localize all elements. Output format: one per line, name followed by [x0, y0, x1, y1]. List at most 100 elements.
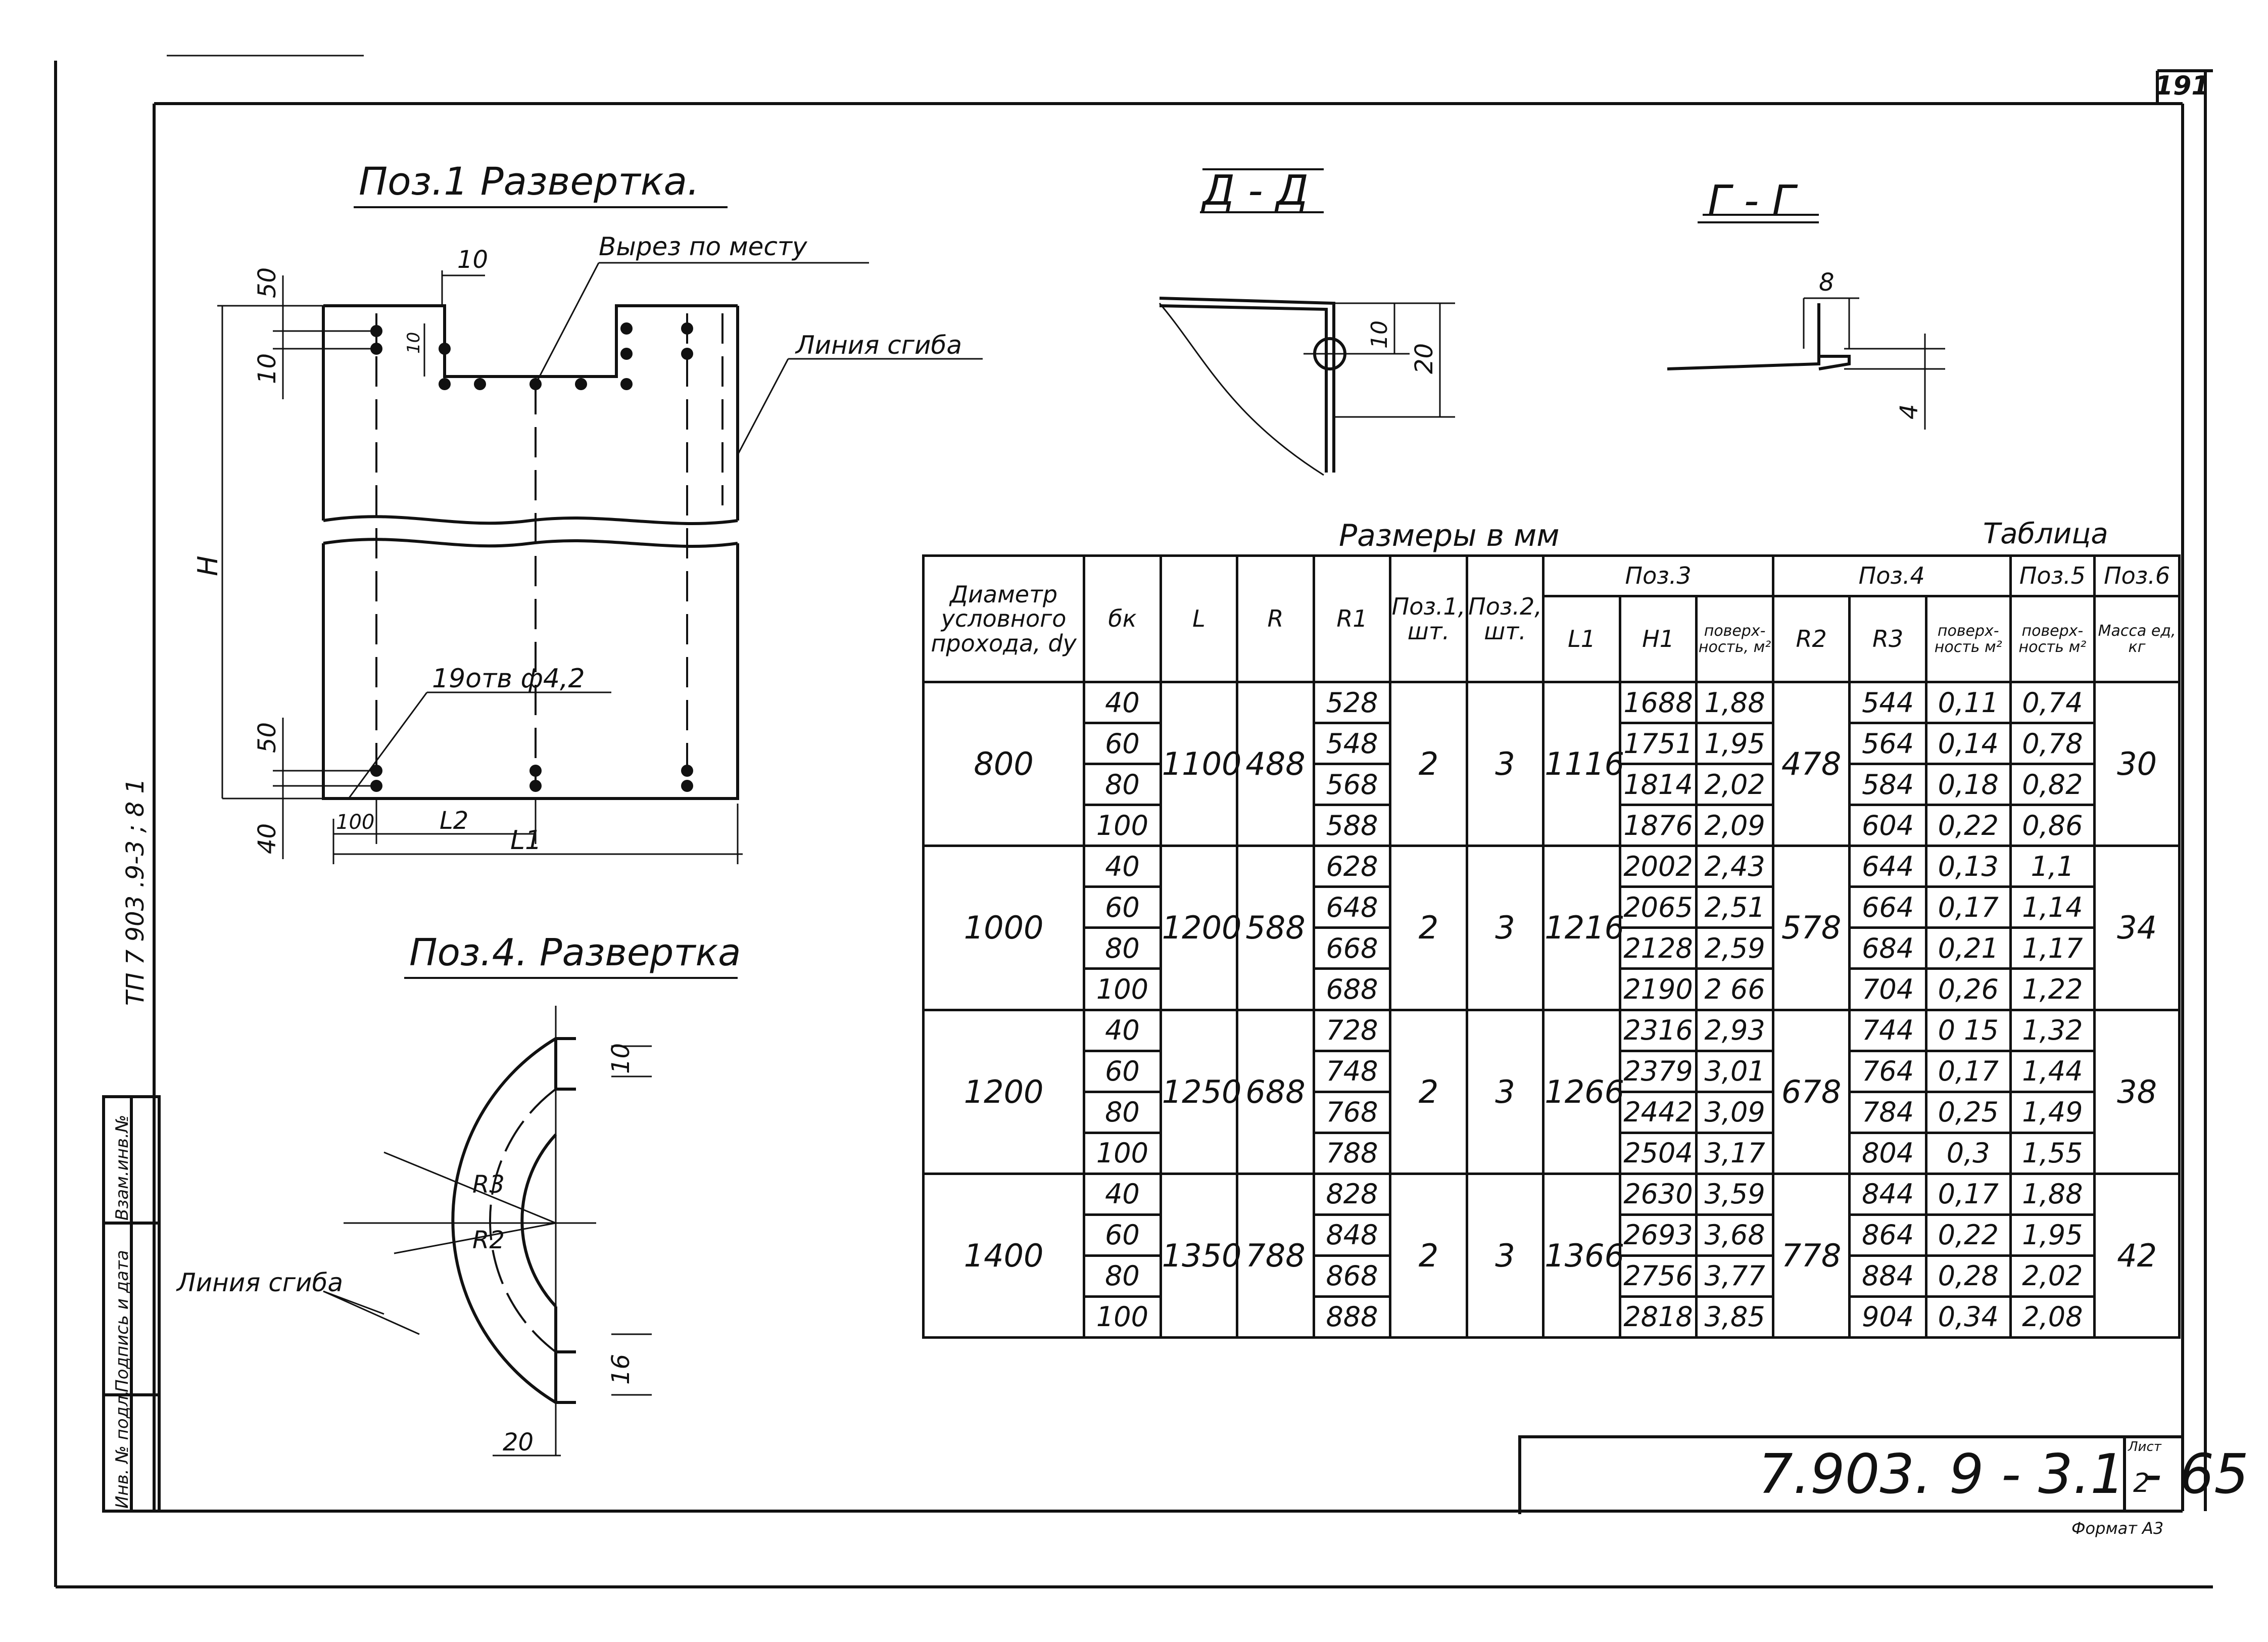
- cell-R1: 788: [1312, 1131, 1392, 1175]
- cell-surface-4: 0,25: [1924, 1090, 2012, 1134]
- cell-surface-3: 3,17: [1695, 1131, 1774, 1175]
- cell-L: 1250: [1159, 1008, 1242, 1175]
- cell-surface-3: 2,51: [1695, 885, 1774, 929]
- dim-10-left: 10: [253, 353, 281, 384]
- cell-R1: 548: [1312, 722, 1392, 766]
- cell-R3: 744: [1848, 1008, 1927, 1052]
- pos1-developed-view: [217, 262, 983, 864]
- dim-20-dd: 20: [1410, 343, 1438, 374]
- cell-surface-4: 0,21: [1924, 926, 2012, 970]
- cell-bk: 100: [1083, 967, 1162, 1011]
- th-diameter: Диаметр условного прохода, dу: [922, 554, 1086, 683]
- cell-R1: 688: [1312, 967, 1392, 1011]
- cell-R3: 764: [1848, 1049, 1927, 1093]
- th-pos4: Поз.4: [1771, 554, 2012, 597]
- gg-title: Г - Г: [1708, 177, 1798, 225]
- th-R1: R1: [1312, 554, 1392, 683]
- cell-R1: 868: [1312, 1254, 1392, 1298]
- th-pos2: Поз.2, шт.: [1465, 554, 1545, 683]
- cell-R3: 544: [1848, 680, 1927, 725]
- cell-H1: 2316: [1618, 1008, 1698, 1052]
- cell-R: 788: [1236, 1172, 1315, 1339]
- dim-10-small: 10: [404, 332, 424, 354]
- cell-pos2: 3: [1465, 1172, 1545, 1339]
- dim-16-pos4: 16: [607, 1354, 635, 1385]
- cell-surface-4: 0,13: [1924, 845, 2012, 888]
- dim-R3: R3: [472, 1170, 505, 1199]
- dim-10-pos4: 10: [607, 1043, 635, 1074]
- th-L: L: [1159, 554, 1239, 683]
- dim-100: 100: [336, 811, 374, 834]
- cell-bk: 40: [1083, 1172, 1162, 1216]
- cell-surface-5: 1,32: [2009, 1008, 2096, 1052]
- cell-L1: 1266: [1542, 1008, 1624, 1175]
- cell-surface-3: 1,88: [1695, 680, 1774, 725]
- cell-bk: 60: [1083, 722, 1162, 766]
- cell-surface-5: 1,17: [2009, 926, 2096, 970]
- cell-bk: 60: [1083, 1213, 1162, 1257]
- th-L1: L1: [1542, 595, 1621, 683]
- cell-surface-3: 2 66: [1695, 967, 1774, 1011]
- cell-R3: 604: [1848, 804, 1927, 848]
- dim-10-top: 10: [457, 246, 488, 274]
- cell-surface-3: 1,95: [1695, 722, 1774, 766]
- dim-50-top: 50: [253, 267, 281, 298]
- cell-surface-4: 0,17: [1924, 885, 2012, 929]
- cell-bk: 60: [1083, 1049, 1162, 1093]
- cell-bk: 80: [1083, 1254, 1162, 1298]
- format-label: Формат А3: [2071, 1519, 2164, 1538]
- cell-H1: 2818: [1618, 1295, 1698, 1339]
- th-bk: бк: [1083, 554, 1162, 683]
- cell-R1: 848: [1312, 1213, 1392, 1257]
- cell-surface-4: 0,18: [1924, 763, 2012, 807]
- cutout-label: Вырез по месту: [599, 232, 808, 261]
- cell-pos2: 3: [1465, 1008, 1545, 1175]
- cell-bk: 40: [1083, 845, 1162, 888]
- cell-H1: 2190: [1618, 967, 1698, 1011]
- side-doc-code: ТП 7 903 .9-3 ; 8 1: [121, 778, 150, 1006]
- cell-surface-3: 2,09: [1695, 804, 1774, 848]
- dd-title: Д - Д: [1201, 167, 1309, 215]
- dim-R2: R2: [472, 1226, 505, 1254]
- cell-L1: 1216: [1542, 845, 1624, 1011]
- section-gg: [1667, 214, 1945, 430]
- dim-L2: L2: [440, 807, 468, 835]
- cell-surface-4: 0,28: [1924, 1254, 2012, 1298]
- th-mass: Масса ед, кг: [2093, 595, 2181, 683]
- section-dd: [1159, 168, 1455, 476]
- dim-H: H: [192, 555, 224, 576]
- th-pos6: Поз.6: [2093, 554, 2181, 597]
- side-label-vzam: Взам.инв.№: [112, 1114, 132, 1221]
- cell-bk: 80: [1083, 1090, 1162, 1134]
- cell-R3: 884: [1848, 1254, 1927, 1298]
- holes-label: 19отв ф4,2: [432, 664, 585, 694]
- cell-R1: 628: [1312, 845, 1392, 888]
- cell-surface-5: 0,82: [2009, 763, 2096, 807]
- dim-20-pos4: 20: [503, 1428, 534, 1457]
- cell-bk: 80: [1083, 926, 1162, 970]
- cell-H1: 2630: [1618, 1172, 1698, 1216]
- cell-surface-3: 2,43: [1695, 845, 1774, 888]
- dim-4-gg: 4: [1895, 404, 1923, 419]
- cell-R1: 888: [1312, 1295, 1392, 1339]
- pos1-title: Поз.1 Развертка.: [359, 159, 699, 204]
- cell-surface-5: 1,95: [2009, 1213, 2096, 1257]
- cell-R3: 804: [1848, 1131, 1927, 1175]
- cell-surface-3: 2,59: [1695, 926, 1774, 970]
- cell-diameter: 1400: [922, 1172, 1086, 1339]
- sheet-label: Лист: [2128, 1439, 2161, 1455]
- cell-R2: 578: [1771, 845, 1851, 1011]
- cell-surface-3: 3,09: [1695, 1090, 1774, 1134]
- side-stamp-boxes: [102, 1095, 161, 1513]
- cell-R3: 844: [1848, 1172, 1927, 1216]
- cell-pos2: 3: [1465, 680, 1545, 848]
